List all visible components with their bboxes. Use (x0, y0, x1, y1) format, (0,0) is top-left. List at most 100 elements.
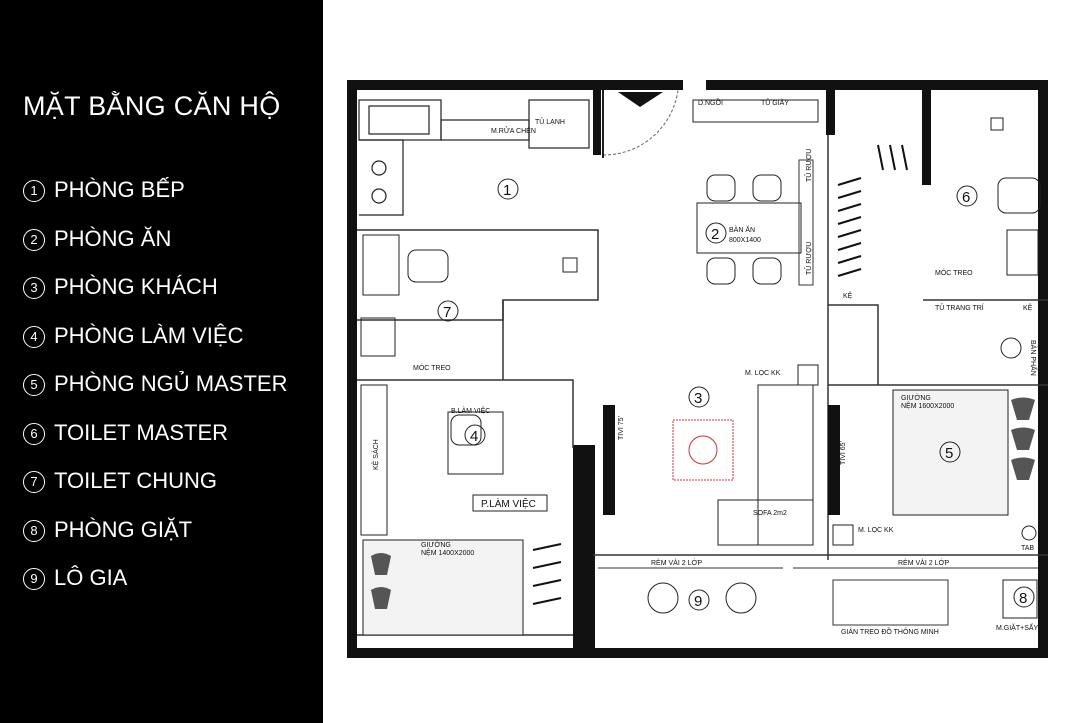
tab-icon (1021, 525, 1037, 541)
wall-living-bottom (573, 445, 595, 648)
legend-title: MẶT BẰNG CĂN HỘ (23, 91, 281, 121)
room-number-8: 8 (1019, 590, 1027, 607)
legend-item-label: PHÒNG NGỦ MASTER (54, 371, 288, 396)
office-chair (450, 414, 482, 446)
study-room-label: P.LÀM VIỆC (481, 497, 536, 510)
legend-item-number: 2 (23, 228, 45, 251)
wall-bottom (347, 648, 1048, 658)
display-cabinet-label: TỦ TRANG TRÍ (935, 303, 984, 312)
master-pillows (1011, 397, 1035, 480)
legend-item-number: 5 (23, 374, 45, 396)
room-number-2: 2 (711, 226, 719, 243)
legend-item-number: 4 (23, 325, 45, 348)
legend-item-label: PHÒNG GIẶT (54, 516, 193, 542)
wall-entrance (593, 90, 601, 155)
walls (347, 80, 1048, 658)
vanity-stool (1000, 337, 1022, 359)
room-number-6: 6 (962, 189, 970, 206)
wall-right (1038, 80, 1048, 658)
burner (371, 160, 387, 176)
vanity-label: BÀN PHẤN (1029, 340, 1039, 376)
dishwasher-label: M.RỬA CHÉN (491, 126, 536, 135)
legend-item-label: PHÒNG LÀM VIỆC (54, 322, 244, 348)
room-number-1: 1 (503, 182, 511, 199)
legend-item-number: 3 (23, 277, 45, 299)
bed-2-size: NỆM 1400X2000 (421, 548, 474, 557)
chair (706, 257, 736, 285)
curtain-1-label: RÈM VẢI 2 LỚP (651, 558, 702, 567)
washbasin (1006, 229, 1039, 276)
legend-item-label: TOILET MASTER (54, 419, 229, 445)
dining-right-wall (827, 135, 879, 385)
floor-drain-2 (562, 257, 578, 273)
tv-65 (828, 405, 840, 515)
legend-item-number: 8 (23, 519, 45, 542)
washer-dryer (1002, 579, 1038, 619)
legend-item: 3 PHÒNG KHÁCH (23, 274, 218, 300)
tv-65-label: TIVI 65' (840, 441, 847, 465)
bed-2-label: GIƯỜNG (421, 540, 451, 549)
drying-rack (832, 579, 949, 626)
master-bed (892, 389, 1009, 516)
floor-drain (990, 117, 1004, 131)
kitchen-counter (358, 99, 590, 216)
sofa-label: SOFA 2m2 (753, 510, 787, 517)
toilet-chung-fixtures (360, 234, 578, 357)
hook-label: MÓC TREO (935, 268, 973, 277)
sofa (757, 384, 814, 546)
partitions (357, 135, 1048, 636)
legend-item-number: 6 (23, 422, 45, 445)
legend-item-label: PHÒNG KHÁCH (54, 274, 218, 299)
legend-item-label: LÔ GIA (54, 565, 128, 590)
wine-cabinet-label: TỦ RƯỢU (804, 149, 813, 182)
room-number-9: 9 (694, 593, 702, 610)
floor-plan: TỦ LẠNH M.RỬA CHÉN D.NGỒI TỦ GIÀY BÀN ĂN… (347, 80, 1048, 658)
coffee-table (672, 419, 734, 481)
loggia-chair (647, 582, 679, 614)
dining-chairs (706, 174, 782, 285)
loggia-chair-2 (725, 582, 757, 614)
room-number-3: 3 (694, 390, 702, 407)
wall-left (347, 80, 357, 658)
legend-item-number: 1 (23, 180, 45, 202)
dining-table (696, 202, 802, 254)
legend-item-label: TOILET CHUNG (54, 468, 217, 493)
room-numbers (437, 178, 1035, 611)
fridge (528, 99, 590, 149)
tv-75 (603, 405, 615, 515)
sofa-chaise (717, 499, 814, 546)
toilet-bowl (997, 177, 1041, 214)
legend-item: 2 PHÒNG ĂN (23, 226, 171, 252)
wine-cabinet-label-2: TỦ RƯỢU (804, 242, 813, 275)
cooktop-counter (359, 139, 404, 216)
study-sign (472, 494, 548, 512)
master-bed-label: GIƯỜNG (901, 393, 931, 402)
drying-rack-label: GIÀN TREO ĐỒ THÔNG MINH (841, 626, 939, 636)
wall-top-left (347, 80, 683, 90)
hook-label-2: MÓC TREO (413, 363, 451, 372)
shelf-label-2: KỆ (1023, 303, 1033, 312)
bench-label: D.NGỒI (698, 97, 723, 107)
burner (371, 188, 387, 204)
chair (752, 257, 782, 285)
study-top-wall (357, 379, 574, 448)
kitchen-sink (368, 105, 430, 135)
dining-table-size: 800X1400 (729, 237, 761, 244)
legend-item-number: 9 (23, 568, 45, 590)
toilet-chung-walls (357, 229, 599, 321)
shoe-cabinet (692, 99, 819, 123)
wall-mid-top (826, 90, 835, 135)
shelf-label: KỆ (843, 291, 853, 300)
legend-item: 4 PHÒNG LÀM VIỆC (23, 323, 243, 349)
legend-item-label: PHÒNG ĂN (54, 225, 172, 251)
room-number-4: 4 (470, 428, 478, 445)
dining-table-label: BÀN ĂN (729, 225, 755, 234)
toilet-master-fixtures (990, 117, 1041, 276)
bookshelf-label: KỆ SÁCH (371, 439, 380, 470)
tab-label: TAB (1021, 545, 1034, 552)
bed-2-pillows (371, 553, 391, 609)
washer-dryer-label: M.GIẶT+SẤY (996, 622, 1039, 632)
room-number-7: 7 (443, 304, 451, 321)
